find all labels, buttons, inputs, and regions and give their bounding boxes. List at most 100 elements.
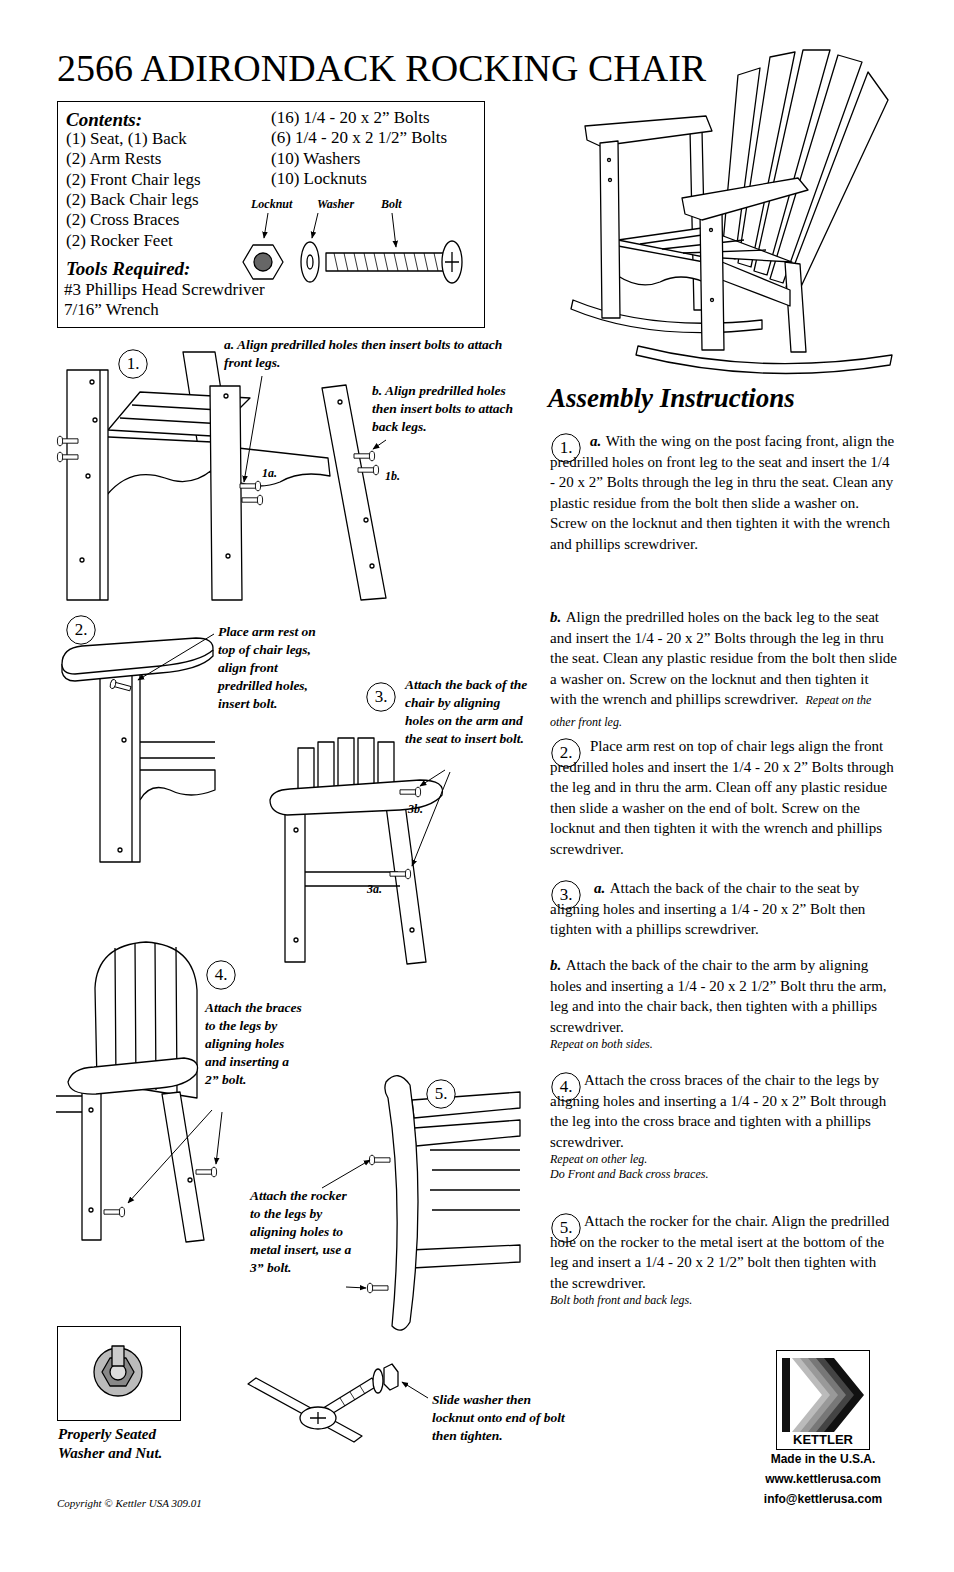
contents-text: 7/16” Wrench: [64, 300, 159, 320]
callout-number: 1b.: [385, 469, 400, 483]
circle-outline: [427, 1080, 455, 1108]
contents-text: Locknut: [251, 197, 292, 211]
figure-cross-braces: [162, 1092, 204, 1242]
figure-chair-back: [390, 869, 411, 879]
circle-outline: [207, 961, 235, 989]
sub-step-letter: b.: [550, 957, 561, 973]
hardware-drawing: [326, 253, 446, 271]
figure-cross-braces: [56, 942, 217, 1242]
chair-illustration: [682, 178, 808, 220]
contents-text: (6) 1/4 - 20 x 2 1/2” Bolts: [271, 128, 447, 148]
figure-step-number: 5.: [426, 1079, 456, 1109]
figure-chair-back: [305, 872, 400, 886]
contents-text: (2) Arm Rests: [66, 149, 161, 169]
leader-arrow: [392, 213, 396, 247]
leader-arrow: [420, 770, 445, 786]
contact-line: www.kettlerusa.com: [753, 1472, 893, 1486]
instruction-step: a.With the wing on the post facing front…: [550, 431, 898, 554]
callout-number: 1a.: [262, 466, 277, 480]
contents-text: #3 Phillips Head Screwdriver: [64, 280, 265, 300]
contents-text: (10) Washers: [271, 149, 360, 169]
circle-outline: [367, 683, 395, 711]
chair-illustration: [711, 299, 714, 302]
chair-illustration: [710, 229, 713, 232]
leader-arrow: [128, 1110, 212, 1203]
figure-front-back-legs: [57, 452, 78, 462]
figure-rocker: [410, 1245, 520, 1268]
brand-name: KETTLER: [777, 1432, 869, 1447]
washer-nut-photo: [94, 1346, 142, 1396]
leader-arrow: [402, 1382, 428, 1398]
figure-rocker: [430, 1150, 520, 1210]
figure-cross-braces: [89, 1208, 93, 1212]
hardware-drawing: [334, 253, 438, 271]
callout-note: Attach the back of the chair by aligning…: [405, 676, 530, 748]
sub-step-letter: a.: [594, 880, 605, 896]
kettler-logo-mark: [782, 1358, 864, 1432]
kettler-logo-mark: [824, 1358, 864, 1432]
sub-step-letter: a.: [590, 433, 601, 449]
callout-note: Attach the braces to the legs by alignin…: [205, 999, 305, 1089]
figure-front-back-legs: [224, 394, 228, 398]
kettler-logo-mark: [782, 1358, 790, 1432]
figure-front-back-legs: [370, 564, 374, 568]
instruction-step: b.Attach the back of the chair to the ar…: [550, 955, 898, 1052]
figure-rocker: [385, 1076, 418, 1330]
figure-chair-back: [270, 780, 443, 815]
figure-rocker: [367, 1076, 520, 1330]
contents-text: (10) Locknuts: [271, 169, 367, 189]
callout-note: a. Align predrilled holes then insert bo…: [224, 336, 514, 372]
hardware-drawing: [243, 245, 283, 279]
figure-chair-back: [270, 738, 443, 964]
contents-text: (1) Seat, (1) Back: [66, 129, 187, 149]
chair-illustration: [571, 50, 892, 373]
contents-text: Washer: [317, 197, 354, 211]
bolt-detail: [340, 1386, 365, 1406]
instruction-step: Attach the rocker for the chair. Align t…: [550, 1211, 898, 1308]
repeat-note: Do Front and Back cross braces.: [550, 1167, 898, 1182]
figure-step-number: 1.: [118, 349, 148, 379]
leader-arrow: [244, 376, 262, 482]
contact-line: info@kettlerusa.com: [753, 1492, 893, 1506]
figure-cross-braces: [89, 1108, 93, 1112]
figure-arm-rest: [118, 848, 122, 852]
hardware-drawing: [301, 242, 319, 282]
instruction-step: Place arm rest on top of chair legs alig…: [550, 736, 898, 859]
figure-front-back-legs: [242, 495, 263, 505]
callout-note: Place arm rest on top of chair legs, ali…: [218, 623, 330, 713]
hardware-drawing: [243, 241, 462, 283]
bolt-detail: [248, 1364, 398, 1442]
figure-step-number: 2.: [66, 615, 96, 645]
bolt-detail: [373, 1369, 383, 1393]
circle-outline: [67, 616, 95, 644]
figure-cross-braces: [68, 1058, 198, 1094]
figure-arm-rest: [62, 638, 215, 862]
figure-front-back-legs: [354, 451, 375, 461]
instruction-text: Place arm rest on top of chair legs alig…: [550, 738, 894, 857]
figure-cross-braces: [196, 1167, 217, 1177]
copyright-note: Copyright © Kettler USA 309.01: [57, 1497, 202, 1510]
callout-number: 3b.: [408, 802, 423, 816]
instruction-text: Attach the rocker for the chair. Align t…: [550, 1213, 889, 1291]
repeat-note: Repeat on both sides.: [550, 1037, 898, 1052]
figure-front-back-legs: [358, 465, 379, 475]
chair-illustration: [785, 262, 806, 352]
chair-illustration: [618, 246, 704, 285]
step-number-text: 5.: [435, 1084, 448, 1104]
kettler-logo: KETTLER: [776, 1350, 870, 1450]
figure-front-back-legs: [226, 554, 230, 558]
figure-arm-rest: [100, 672, 140, 862]
instruction-text: Attach the cross braces of the chair to …: [550, 1072, 886, 1150]
figure-arm-rest: [131, 672, 132, 862]
figure-rocker: [367, 1283, 388, 1293]
chair-illustration: [608, 159, 611, 162]
bolt-detail: [384, 1364, 398, 1390]
hardware-drawing: [254, 253, 272, 271]
chair-illustration: [722, 262, 790, 306]
figure-cross-braces: [56, 1096, 84, 1112]
figure-cross-braces: [188, 1178, 192, 1182]
washer-nut-photo: [112, 1346, 124, 1366]
figure-front-back-legs: [57, 436, 78, 446]
instruction-text: With the wing on the post facing front, …: [550, 433, 894, 552]
